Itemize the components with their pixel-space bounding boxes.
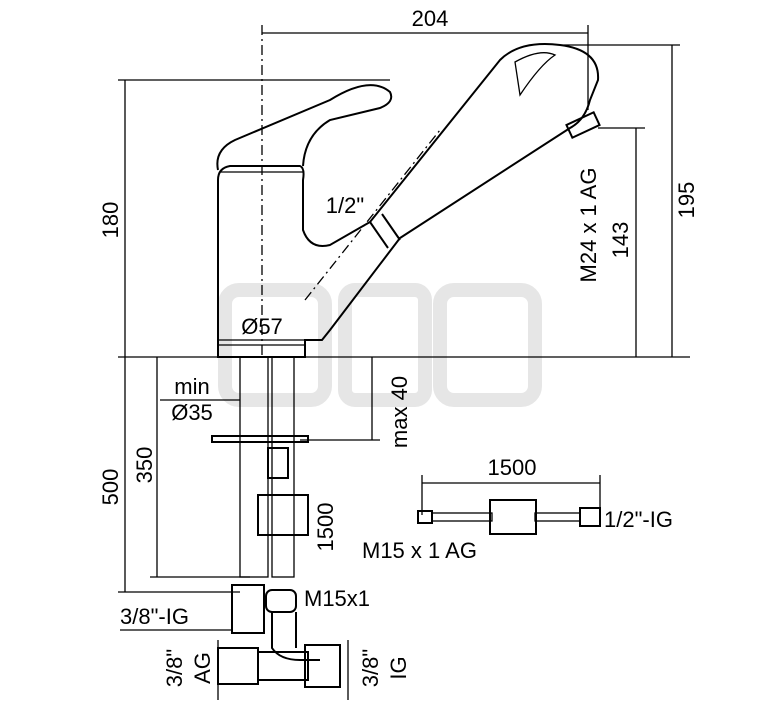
dim-hose-horizontal-1500: 1500 [488,455,537,480]
dim-500: 500 [98,469,123,506]
faucet-body [216,25,601,358]
label-spout-thread: M24 x 1 AG [576,168,601,283]
mounting-assembly [211,356,341,688]
label-valve-ag: AG [190,652,215,684]
dim-350: 350 [132,447,157,484]
label-nut-thread: M15x1 [304,586,370,611]
label-hose-thread: 1/2" [326,193,364,218]
dim-hose-vertical-1500: 1500 [313,503,338,552]
dim-width-204: 204 [412,6,449,31]
dim-height-180: 180 [98,202,123,239]
label-valve-ig-size: 3/8" [358,649,383,687]
label-valve-ig-b: IG [386,656,411,679]
label-hose-end-ag: M15 x 1 AG [362,538,477,563]
dim-base-diameter: Ø57 [241,314,283,339]
hose-detail [417,499,601,535]
dimension-lines [118,25,690,700]
label-valve-ag-size: 3/8" [162,649,187,687]
dim-height-195: 195 [674,182,699,219]
dim-max-thickness: max 40 [387,376,412,448]
ibf-watermark [218,283,542,407]
dim-hole-diameter: Ø35 [171,400,213,425]
label-valve-ig: 3/8"-IG [120,604,189,629]
dim-height-143: 143 [608,222,633,259]
label-min: min [174,374,209,399]
label-hose-end-ig: 1/2"-IG [604,507,673,532]
